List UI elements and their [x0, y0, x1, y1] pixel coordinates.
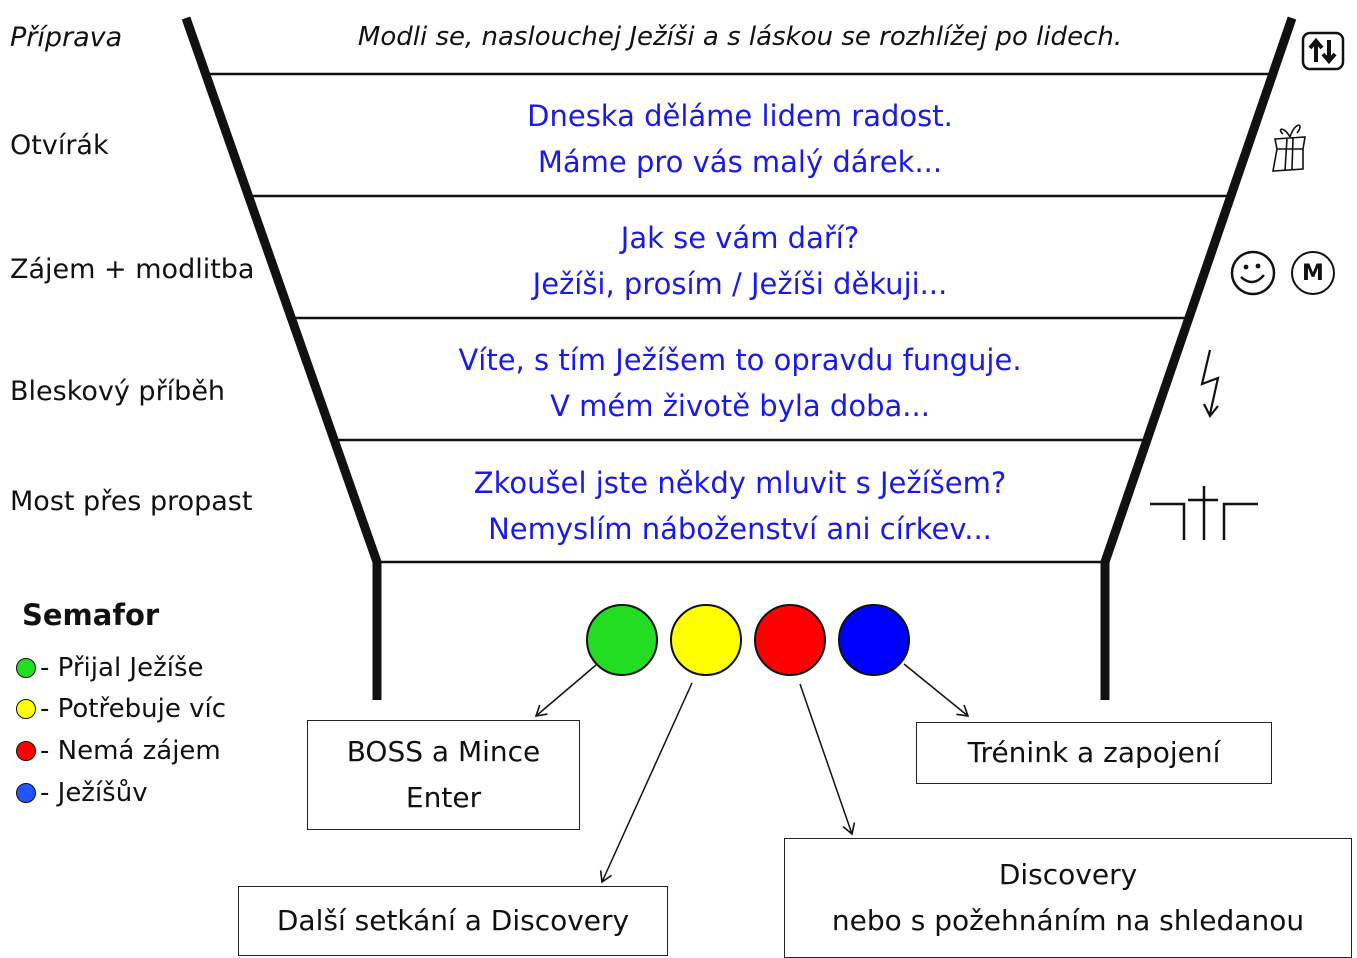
funnel-row-line: Máme pro vás malý dárek...	[537, 145, 943, 179]
stage-label-otvirak: Otvírák	[10, 130, 109, 161]
outcome-line: BOSS a Mince	[346, 735, 541, 768]
funnel-row-bleskovy: Víte, s tím Ježíšem to opravdu funguje. …	[340, 337, 1140, 429]
legend-item-green: - Přijal Ježíše	[16, 651, 204, 685]
outcome-line: Trénink a zapojení	[967, 736, 1221, 769]
m-circle-icon: M	[1291, 251, 1335, 295]
stage-label-bleskovy: Bleskový příběh	[10, 376, 226, 407]
funnel-row-line: V mém životě byla doba...	[550, 389, 930, 423]
outcome-box-green: BOSS a Mince Enter	[307, 720, 580, 830]
legend-label: - Nemá zájem	[40, 736, 221, 766]
outcome-box-red: Discovery nebo s požehnáním na shledanou	[784, 838, 1352, 958]
legend-item-blue: - Ježíšův	[16, 776, 148, 810]
funnel-row-line: Ježíši, prosím / Ježíši děkuji...	[532, 267, 948, 301]
funnel-row-zajem: Jak se vám daří? Ježíši, prosím / Ježíši…	[340, 215, 1140, 307]
semafor-circle-green	[586, 604, 658, 676]
outcome-line: Enter	[405, 781, 482, 814]
semafor-circle-yellow	[670, 604, 742, 676]
funnel-row-most: Zkoušel jste někdy mluvit s Ježíšem? Nem…	[340, 460, 1140, 552]
legend-item-yellow: - Potřebuje víc	[16, 692, 226, 726]
stage-label-most: Most přes propast	[10, 486, 253, 517]
semafor-circle-blue	[838, 604, 910, 676]
legend-item-red: - Nemá zájem	[16, 734, 221, 768]
semafor-circle-red	[754, 604, 826, 676]
arrow-yellow	[599, 682, 693, 884]
outcome-line: nebo s požehnáním na shledanou	[831, 904, 1305, 937]
up-down-arrows-icon	[1301, 31, 1345, 71]
outcome-line: Další setkání a Discovery	[276, 904, 630, 937]
funnel-row-line: Dneska děláme lidem radost.	[527, 99, 953, 133]
arrow-blue	[903, 663, 970, 717]
arrow-green	[534, 664, 597, 718]
smiley-icon	[1230, 250, 1276, 296]
legend-dot-blue	[16, 783, 36, 803]
funnel-row-line: Zkoušel jste někdy mluvit s Ježíšem?	[473, 466, 1007, 500]
legend-dot-green	[16, 658, 36, 678]
legend-label: - Přijal Ježíše	[40, 653, 204, 683]
funnel-row-line: Víte, s tím Ježíšem to opravdu funguje.	[458, 343, 1022, 377]
bridge-icon	[1150, 486, 1258, 540]
outcome-box-blue: Trénink a zapojení	[916, 722, 1272, 784]
arrow-red	[799, 683, 856, 836]
stage-label-priprava: Příprava	[10, 22, 123, 53]
legend-label: - Ježíšův	[40, 778, 148, 808]
lightning-icon	[1200, 349, 1220, 419]
gift-icon	[1272, 124, 1306, 172]
legend-title: Semafor	[22, 598, 160, 632]
outcome-line: Discovery	[998, 858, 1138, 891]
outcome-box-yellow: Další setkání a Discovery	[238, 886, 668, 956]
stage-label-zajem: Zájem + modlitba	[10, 254, 255, 285]
legend-dot-red	[16, 741, 36, 761]
prep-text: Modli se, naslouchej Ježíši a s láskou s…	[357, 22, 1123, 52]
funnel-row-otvirak: Dneska děláme lidem radost. Máme pro vás…	[340, 93, 1140, 185]
legend-dot-yellow	[16, 699, 36, 719]
legend-label: - Potřebuje víc	[40, 694, 226, 724]
funnel-row-line: Nemyslím náboženství ani církev...	[488, 512, 992, 546]
funnel-row-line: Jak se vám daří?	[620, 221, 860, 255]
